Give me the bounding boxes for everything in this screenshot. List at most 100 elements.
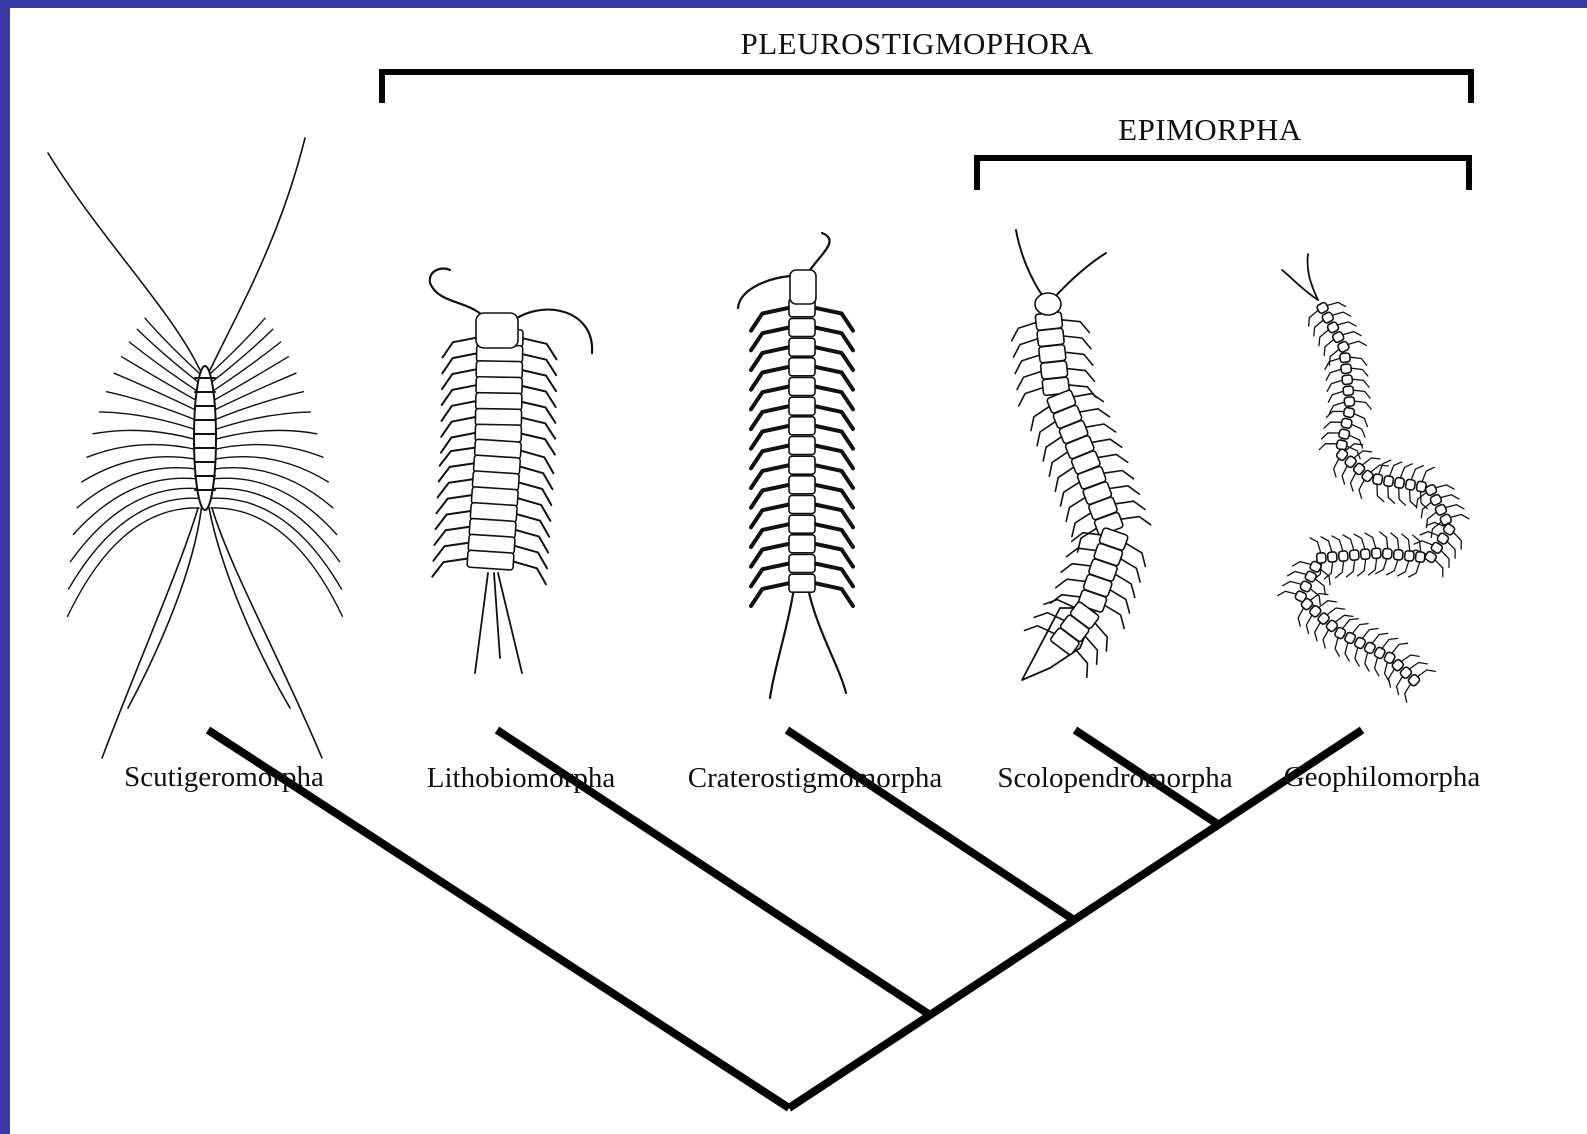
leg bbox=[1314, 320, 1324, 336]
body-segment bbox=[789, 476, 815, 494]
taxon-label-geophilomorpha: Geophilomorpha bbox=[1284, 763, 1481, 792]
body-segment bbox=[1039, 344, 1067, 363]
leg bbox=[1012, 323, 1036, 341]
leg bbox=[1332, 312, 1351, 316]
leg bbox=[1352, 379, 1369, 387]
body-segment bbox=[1393, 549, 1403, 560]
leg bbox=[1327, 380, 1342, 391]
leg bbox=[519, 482, 552, 505]
leg bbox=[1401, 655, 1419, 662]
body-segment bbox=[476, 377, 522, 395]
leg bbox=[1398, 561, 1409, 576]
leg bbox=[1019, 388, 1043, 406]
leg bbox=[1355, 648, 1359, 667]
leg bbox=[1323, 630, 1329, 648]
leg bbox=[1034, 613, 1064, 621]
leg bbox=[1067, 369, 1095, 382]
leg bbox=[93, 430, 199, 440]
leg bbox=[1422, 467, 1434, 481]
body-segment bbox=[789, 555, 815, 573]
antenna bbox=[1016, 230, 1044, 298]
body-segment bbox=[1360, 549, 1370, 560]
leg bbox=[1441, 551, 1449, 568]
leg bbox=[1405, 684, 1411, 702]
leg bbox=[1365, 533, 1376, 548]
leg bbox=[1328, 391, 1343, 402]
leg bbox=[1365, 652, 1369, 671]
body-segment bbox=[1405, 479, 1416, 490]
leg bbox=[1320, 569, 1330, 585]
body-segment bbox=[1327, 552, 1337, 563]
leg bbox=[1098, 454, 1128, 462]
body-segment bbox=[789, 496, 815, 514]
leg bbox=[1085, 636, 1097, 664]
leg bbox=[1382, 638, 1398, 648]
leg bbox=[1319, 330, 1329, 346]
body-segment bbox=[1338, 551, 1348, 562]
body-segment bbox=[789, 358, 815, 376]
leg bbox=[1420, 532, 1439, 536]
leg bbox=[436, 511, 471, 529]
leg bbox=[1319, 444, 1337, 450]
leg bbox=[1372, 633, 1388, 643]
body-segment bbox=[1341, 418, 1353, 429]
forceps bbox=[770, 588, 846, 698]
scolopendromorpha-illustration bbox=[1012, 230, 1151, 680]
leg bbox=[1110, 486, 1140, 494]
body-segment bbox=[789, 397, 815, 415]
leg bbox=[1324, 422, 1342, 428]
leg bbox=[1362, 458, 1380, 465]
leg bbox=[1306, 615, 1312, 633]
leg bbox=[1044, 600, 1074, 608]
leg bbox=[437, 495, 472, 513]
taxon-label-craterostigmomorpha: Craterostigmomorpha bbox=[688, 764, 943, 793]
leg bbox=[1354, 534, 1365, 549]
hind-leg bbox=[212, 508, 322, 758]
body-segment bbox=[1371, 548, 1381, 559]
hind-leg bbox=[102, 508, 198, 758]
leg bbox=[1086, 424, 1116, 432]
body-segment bbox=[1394, 477, 1405, 488]
leg bbox=[1436, 485, 1455, 489]
leg bbox=[1315, 579, 1325, 595]
leg bbox=[1056, 579, 1086, 588]
leg bbox=[1380, 532, 1388, 549]
leg bbox=[1092, 439, 1122, 447]
leg bbox=[1440, 495, 1459, 499]
antenna bbox=[48, 153, 200, 370]
leg bbox=[1343, 535, 1354, 550]
leg bbox=[1352, 424, 1366, 437]
leg bbox=[1095, 623, 1107, 651]
leg bbox=[440, 448, 475, 466]
leg bbox=[1322, 433, 1340, 439]
antenna bbox=[1054, 253, 1106, 298]
leg bbox=[1335, 638, 1339, 657]
leg bbox=[107, 392, 199, 422]
body-segment bbox=[1040, 361, 1068, 380]
leg bbox=[1354, 451, 1372, 458]
leg bbox=[1435, 560, 1443, 577]
body-segment bbox=[1340, 353, 1351, 363]
leg bbox=[211, 498, 342, 589]
leg bbox=[211, 445, 323, 458]
leg bbox=[520, 467, 553, 490]
body-segment bbox=[1382, 548, 1392, 559]
leg bbox=[1334, 459, 1339, 477]
leg bbox=[434, 527, 469, 545]
leg bbox=[1332, 536, 1343, 551]
leg bbox=[1417, 670, 1435, 677]
leg bbox=[1450, 515, 1469, 519]
lithobiomorpha-illustration bbox=[430, 269, 592, 673]
leg bbox=[1376, 559, 1387, 574]
leg bbox=[1327, 608, 1345, 615]
leg bbox=[1324, 340, 1334, 356]
leg bbox=[1064, 336, 1092, 349]
geophilomorpha-illustration bbox=[1278, 254, 1469, 702]
cladogram-figure: PLEUROSTIGMOPHORA EPIMORPHA Scutigeromor… bbox=[10, 8, 1587, 1134]
leg bbox=[1121, 517, 1151, 525]
leg bbox=[1115, 501, 1145, 509]
body-segment bbox=[789, 338, 815, 356]
leg bbox=[1061, 564, 1091, 573]
leg bbox=[1347, 560, 1355, 577]
leg bbox=[1278, 591, 1297, 595]
